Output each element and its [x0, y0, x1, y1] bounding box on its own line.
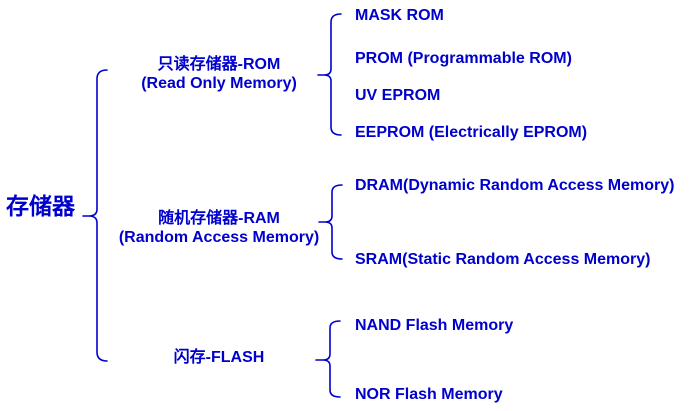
root-node-label: 存储器 — [6, 193, 75, 219]
leaf-node-uv-eprom: UV EPROM — [355, 87, 441, 104]
leaf-node-dram: DRAM(Dynamic Random Access Memory) — [355, 177, 675, 194]
branch-flash-label-cn: 闪存-FLASH — [173, 349, 265, 366]
leaf-node-eeprom: EEPROM (Electrically EPROM) — [355, 124, 588, 141]
leaf-node-sram: SRAM(Static Random Access Memory) — [355, 251, 651, 268]
leaf-node-nor-flash: NOR Flash Memory — [355, 386, 503, 403]
leaf-node-nand-flash: NAND Flash Memory — [355, 317, 514, 334]
branch-rom-label-cn: 只读存储器-ROM — [157, 56, 281, 73]
branch-node-rom: 只读存储器-ROM (Read Only Memory) — [79, 55, 359, 93]
leaf-node-prom: PROM (Programmable ROM) — [355, 50, 572, 67]
leaf-node-mask-rom: MASK ROM — [355, 7, 444, 24]
branch-ram-label-en: (Random Access Memory) — [118, 229, 320, 246]
branch-node-flash: 闪存-FLASH — [79, 348, 359, 367]
branch-ram-label-cn: 随机存储器-RAM — [158, 210, 280, 227]
branch-node-ram: 随机存储器-RAM (Random Access Memory) — [79, 209, 359, 247]
branch-rom-label-en: (Read Only Memory) — [141, 75, 297, 92]
